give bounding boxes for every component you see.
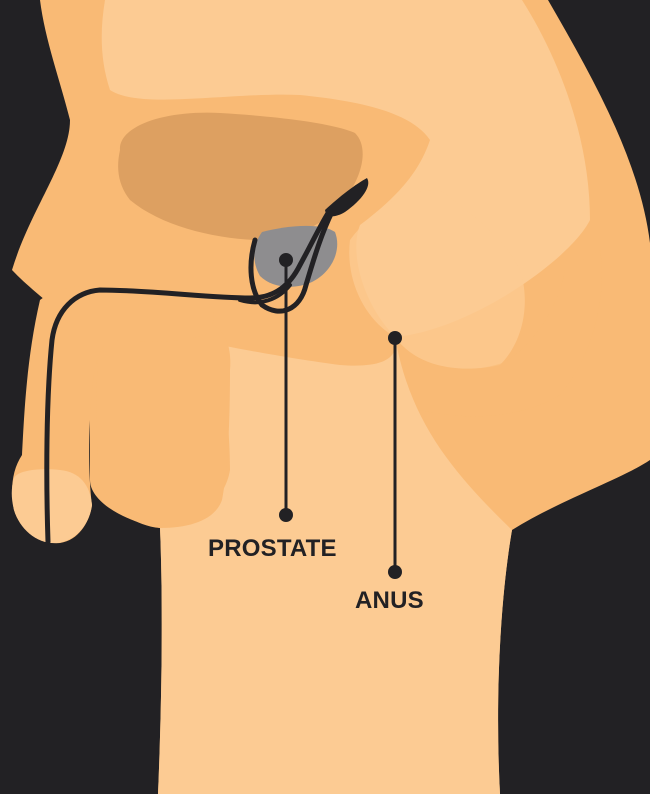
anus-dot-icon-end (388, 565, 402, 579)
glans (12, 469, 92, 543)
prostate-label: PROSTATE (208, 535, 337, 563)
prostate-dot-icon-end (279, 508, 293, 522)
anus-label: ANUS (355, 587, 424, 615)
anus-dot-icon (388, 331, 402, 345)
prostate-dot-icon (279, 253, 293, 267)
scrotum (96, 318, 230, 528)
